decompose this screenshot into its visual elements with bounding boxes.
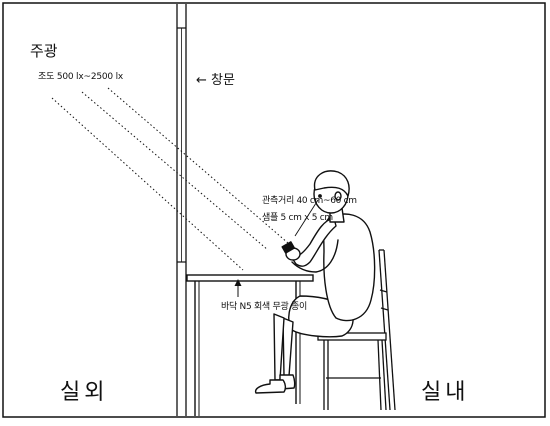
illuminance-label: 조도 500 lx~2500 lx	[38, 72, 124, 82]
light-ray-3	[107, 87, 289, 244]
sample-size-label: 샘플 5 cm x 5 cm	[262, 213, 333, 223]
person-hair	[313, 170, 350, 197]
person-torso	[323, 213, 376, 322]
sample-card	[281, 241, 296, 254]
main-light-label: 주광	[30, 42, 58, 60]
window-label: ← 창문	[196, 73, 235, 88]
outer-frame	[2, 2, 546, 418]
light-ray-1	[51, 97, 244, 271]
light-ray-2	[81, 91, 269, 251]
person-eye	[318, 194, 322, 198]
viewing-distance-label: 관측거리 40 cm~60 cm	[262, 196, 357, 206]
floor-arrow-head	[234, 279, 242, 286]
outdoor-label: 실외	[60, 380, 109, 405]
person-shoe-back	[254, 379, 287, 394]
table-top	[186, 274, 314, 282]
person-lower-leg-back	[273, 313, 285, 381]
person-forearm	[291, 239, 339, 273]
person	[254, 170, 376, 394]
person-ear	[334, 191, 342, 201]
chair	[317, 249, 396, 411]
indoor-label: 실내	[421, 380, 470, 405]
person-lower-leg	[282, 317, 294, 377]
view-line	[294, 199, 319, 237]
floor-note-label: 바닥 N5 회색 무광 종이	[221, 302, 307, 312]
